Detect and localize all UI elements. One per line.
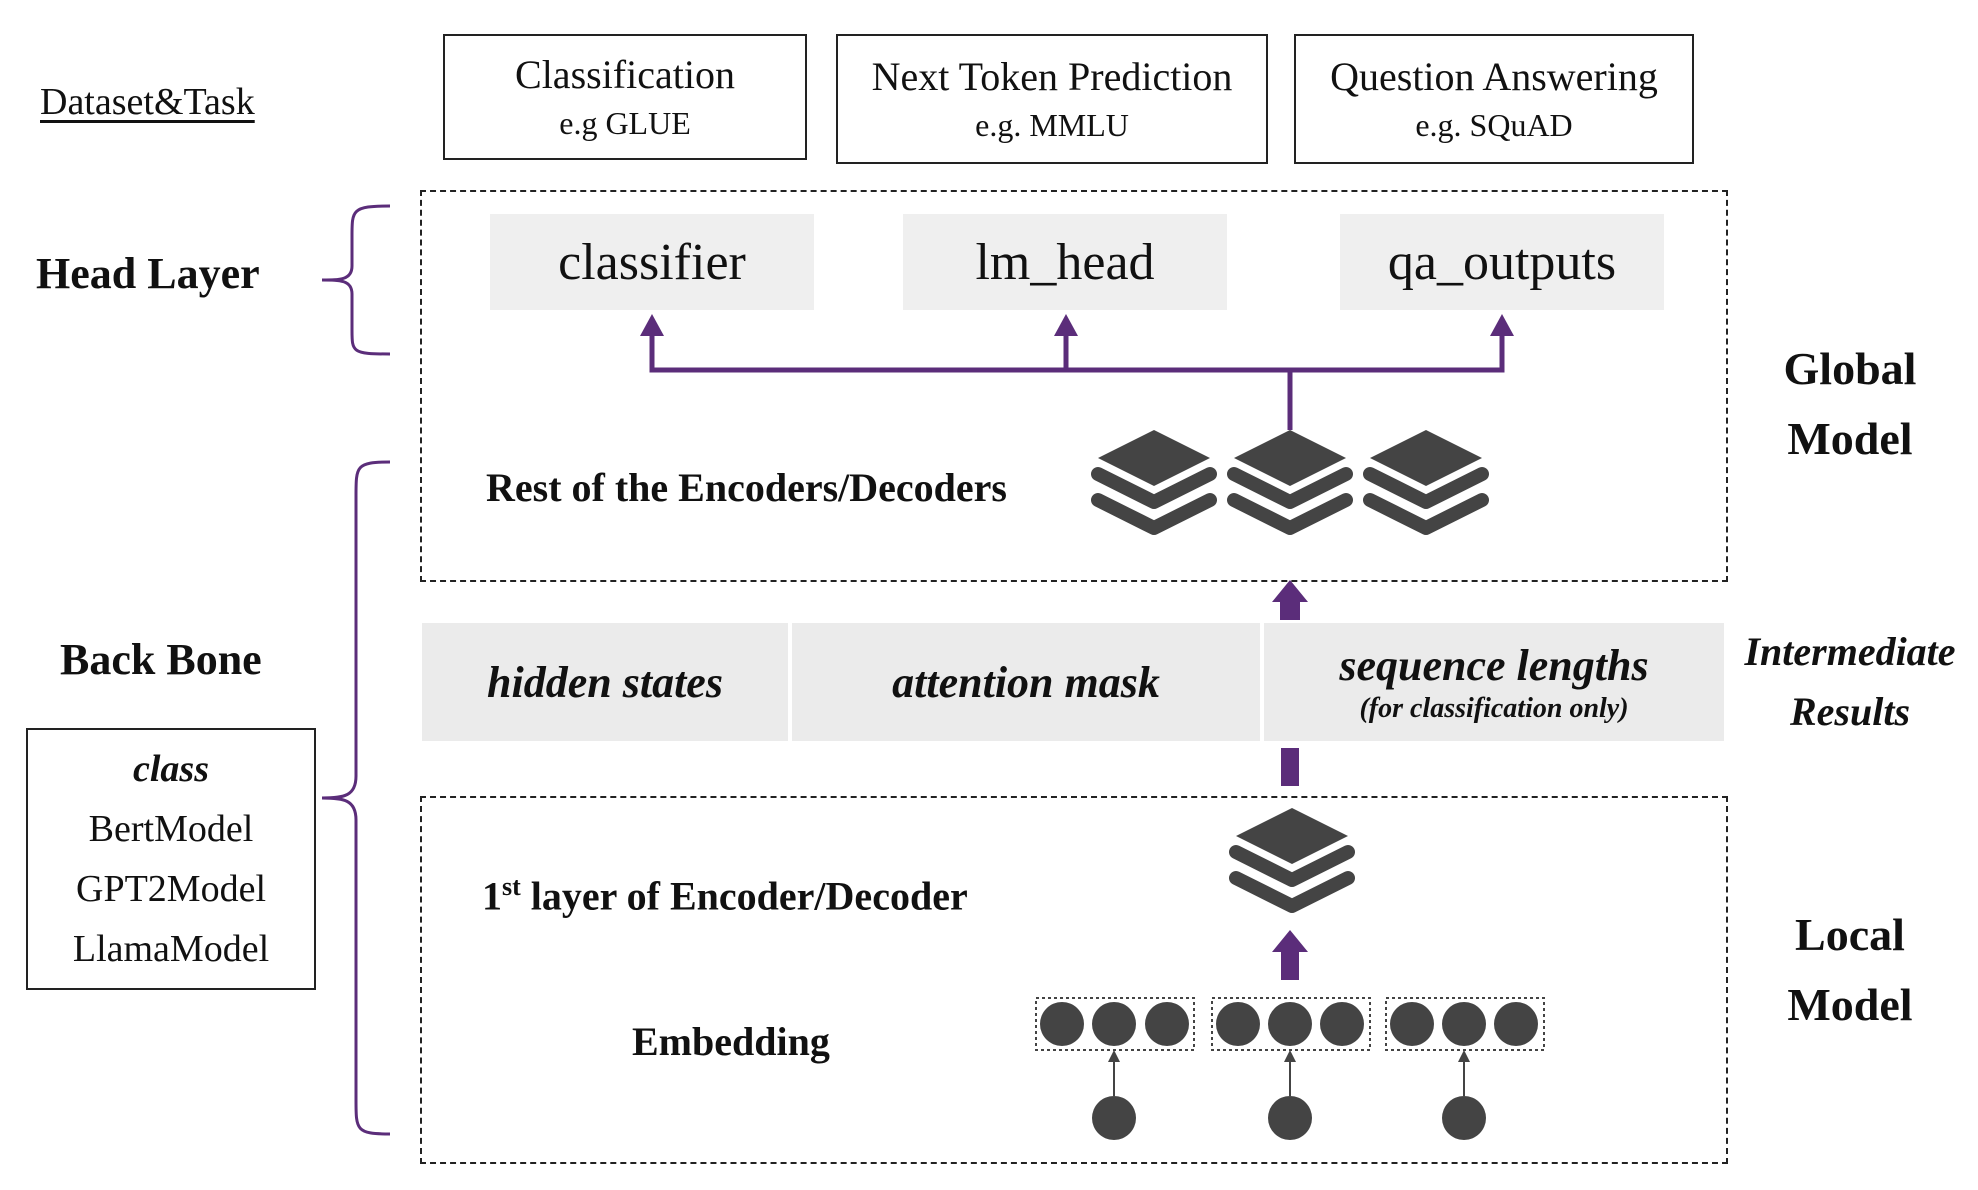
global-model-region xyxy=(420,190,1728,582)
head-classifier: classifier xyxy=(490,214,814,310)
embedding-node-icon xyxy=(1390,1002,1434,1046)
back-bone-label: Back Bone xyxy=(60,635,262,684)
intermediate-hidden-states: hidden states xyxy=(422,623,788,741)
class-item-llama: LlamaModel xyxy=(72,928,270,970)
input-token-icon xyxy=(1092,1096,1136,1140)
local-model-region xyxy=(420,796,1728,1164)
intermediate-main: attention mask xyxy=(892,657,1160,707)
task-example: e.g. MMLU xyxy=(975,106,1129,143)
task-example: e.g. SQuAD xyxy=(1415,106,1573,143)
embedding-node-icon xyxy=(1040,1002,1084,1046)
input-token-icon xyxy=(1442,1096,1486,1140)
embedding-node-icon xyxy=(1320,1002,1364,1046)
head-label: qa_outputs xyxy=(1387,233,1617,291)
head-layer-label: Head Layer xyxy=(36,249,260,298)
task-title: Question Answering xyxy=(1330,53,1658,99)
embedding-groups xyxy=(1035,997,1545,1140)
task-classification-box: Classification e.g GLUE xyxy=(443,34,807,160)
head-label: lm_head xyxy=(975,233,1155,291)
connector-local-intermediate xyxy=(1281,748,1299,786)
intermediate-results-label: Intermediate Results xyxy=(1744,629,1956,734)
embedding-node-icon xyxy=(1216,1002,1260,1046)
class-item-gpt2: GPT2Model xyxy=(76,868,266,910)
upward-arrow-global xyxy=(1272,580,1308,620)
task-qa-box: Question Answering e.g. SQuAD xyxy=(1294,34,1694,164)
back-bone-brace xyxy=(321,460,391,1136)
class-title: class xyxy=(133,748,209,790)
embedding-node-icon xyxy=(1442,1002,1486,1046)
embedding-label: Embedding xyxy=(632,1019,830,1064)
embedding-node-icon xyxy=(1145,1002,1189,1046)
task-example: e.g GLUE xyxy=(559,104,691,141)
head-lm-head: lm_head xyxy=(903,214,1227,310)
head-qa-outputs: qa_outputs xyxy=(1340,214,1664,310)
intermediate-main: sequence lengths xyxy=(1339,640,1649,690)
task-next-token-box: Next Token Prediction e.g. MMLU xyxy=(836,34,1268,164)
head-arrowheads xyxy=(640,314,1514,336)
layer-stack-icon xyxy=(1370,430,1482,528)
rest-encoders-label: Rest of the Encoders/Decoders xyxy=(486,465,1007,510)
dataset-task-label: Dataset&Task xyxy=(40,81,255,123)
intermediate-sub: (for classification only) xyxy=(1359,692,1629,724)
first-layer-label: 1st layer of Encoder/Decoder xyxy=(482,872,968,919)
intermediate-main: hidden states xyxy=(487,657,723,707)
local-model-label: Local Model xyxy=(1787,909,1913,1030)
embedding-node-icon xyxy=(1092,1002,1136,1046)
task-title: Next Token Prediction xyxy=(871,53,1233,99)
intermediate-sequence-lengths: sequence lengths (for classification onl… xyxy=(1264,623,1724,741)
task-title: Classification xyxy=(515,51,735,97)
head-label: classifier xyxy=(558,233,746,291)
input-token-icon xyxy=(1268,1096,1312,1140)
layer-stack-icon xyxy=(1234,430,1346,528)
upward-arrow-local xyxy=(1272,930,1308,980)
head-connectors xyxy=(649,336,1505,430)
layer-stack-icon xyxy=(1236,808,1348,906)
intermediate-attention-mask: attention mask xyxy=(792,623,1260,741)
global-model-label: Global Model xyxy=(1783,343,1917,464)
layer-stack-icon xyxy=(1098,430,1210,528)
class-item-bert: BertModel xyxy=(88,808,254,850)
embedding-node-icon xyxy=(1494,1002,1538,1046)
embedding-node-icon xyxy=(1268,1002,1312,1046)
class-box: class BertModel GPT2Model LlamaModel xyxy=(26,728,316,990)
head-layer-brace xyxy=(321,204,391,356)
